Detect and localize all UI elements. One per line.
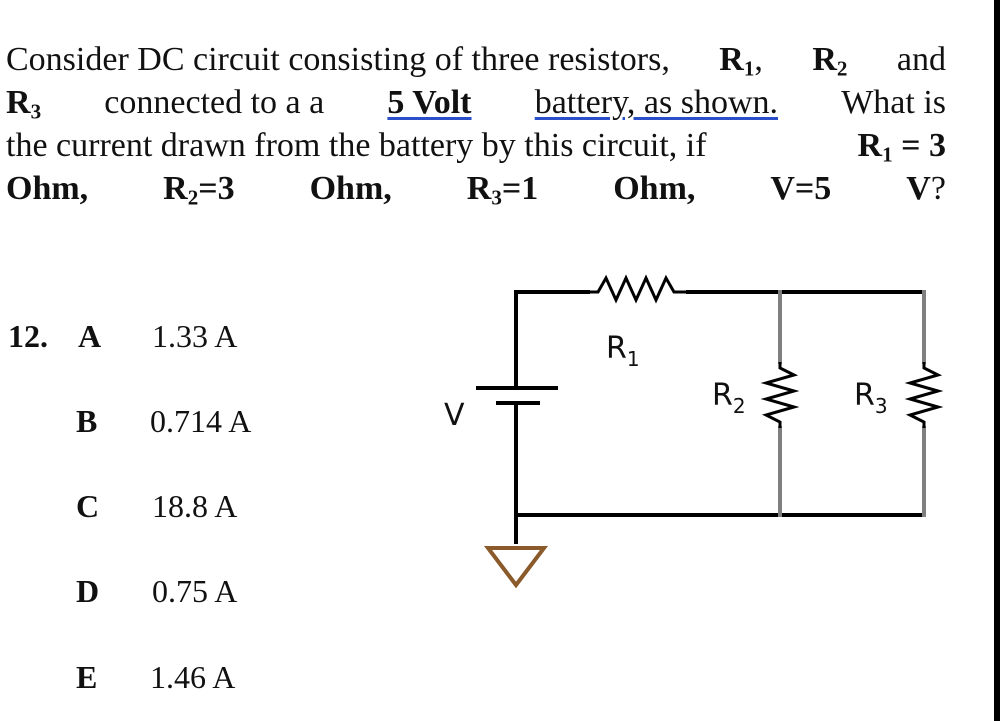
question-text-part: Consider DC circuit consisting of three … bbox=[6, 41, 670, 78]
option-letter: E bbox=[76, 659, 98, 695]
circuit-diagram: V R1 R2 R3 bbox=[444, 274, 944, 589]
battery-v-label: V bbox=[444, 398, 465, 433]
option-value: 0.714 A bbox=[150, 403, 252, 439]
option-letter: A bbox=[78, 318, 102, 354]
resistor-r1-zigzag bbox=[588, 274, 688, 304]
resistor-r2-zigzag bbox=[760, 362, 800, 428]
question-line-3: the current drawn from the battery by th… bbox=[6, 124, 946, 167]
question-text-part: and bbox=[896, 41, 946, 78]
ohm-unit: Ohm, bbox=[309, 170, 392, 207]
question-line-1: Consider DC circuit consisting of three … bbox=[6, 38, 946, 81]
r1-symbol: R1, bbox=[719, 41, 763, 81]
ohm-unit: Ohm, bbox=[613, 170, 696, 207]
voltage-condition: V=5 bbox=[770, 170, 832, 207]
option-value: 0.75 A bbox=[152, 573, 238, 609]
option-value: 1.46 A bbox=[150, 659, 236, 695]
r1-condition: R1 = 3 bbox=[857, 127, 946, 167]
r3-condition: R3=1 bbox=[466, 170, 539, 210]
r3-symbol: R3 bbox=[6, 84, 42, 124]
option-value: 18.8 A bbox=[152, 488, 238, 524]
question-text: Consider DC circuit consisting of three … bbox=[6, 38, 946, 210]
ground-symbol bbox=[483, 546, 549, 589]
question-text-part: What is bbox=[841, 84, 946, 121]
r1-label: R1 bbox=[606, 331, 640, 371]
volt-value: 5 Volt bbox=[387, 84, 472, 121]
option-letter: D bbox=[76, 573, 100, 609]
r3-label: R3 bbox=[854, 378, 888, 418]
question-text-part: connected to a a bbox=[104, 84, 325, 121]
question-text-part: battery, as shown. bbox=[534, 84, 778, 121]
right-edge-border bbox=[994, 0, 1000, 721]
ohm-unit: Ohm, bbox=[6, 170, 89, 207]
resistor-r3-zigzag bbox=[904, 362, 944, 428]
r2-label: R2 bbox=[712, 378, 746, 418]
option-letter: C bbox=[76, 488, 100, 524]
option-letter: B bbox=[76, 403, 98, 439]
option-value: 1.33 A bbox=[152, 318, 238, 354]
question-line-2: R3 connected to a a 5 Volt battery, as s… bbox=[6, 81, 946, 124]
question-text-part: the current drawn from the battery by th… bbox=[6, 127, 707, 164]
question-number: 12. bbox=[8, 318, 48, 354]
voltage-unit: V? bbox=[906, 170, 946, 207]
question-line-4: Ohm, R2=3 Ohm, R3=1 Ohm, V=5 V? bbox=[6, 167, 946, 210]
r2-condition: R2=3 bbox=[163, 170, 235, 210]
r2-symbol: R2 bbox=[812, 41, 848, 81]
